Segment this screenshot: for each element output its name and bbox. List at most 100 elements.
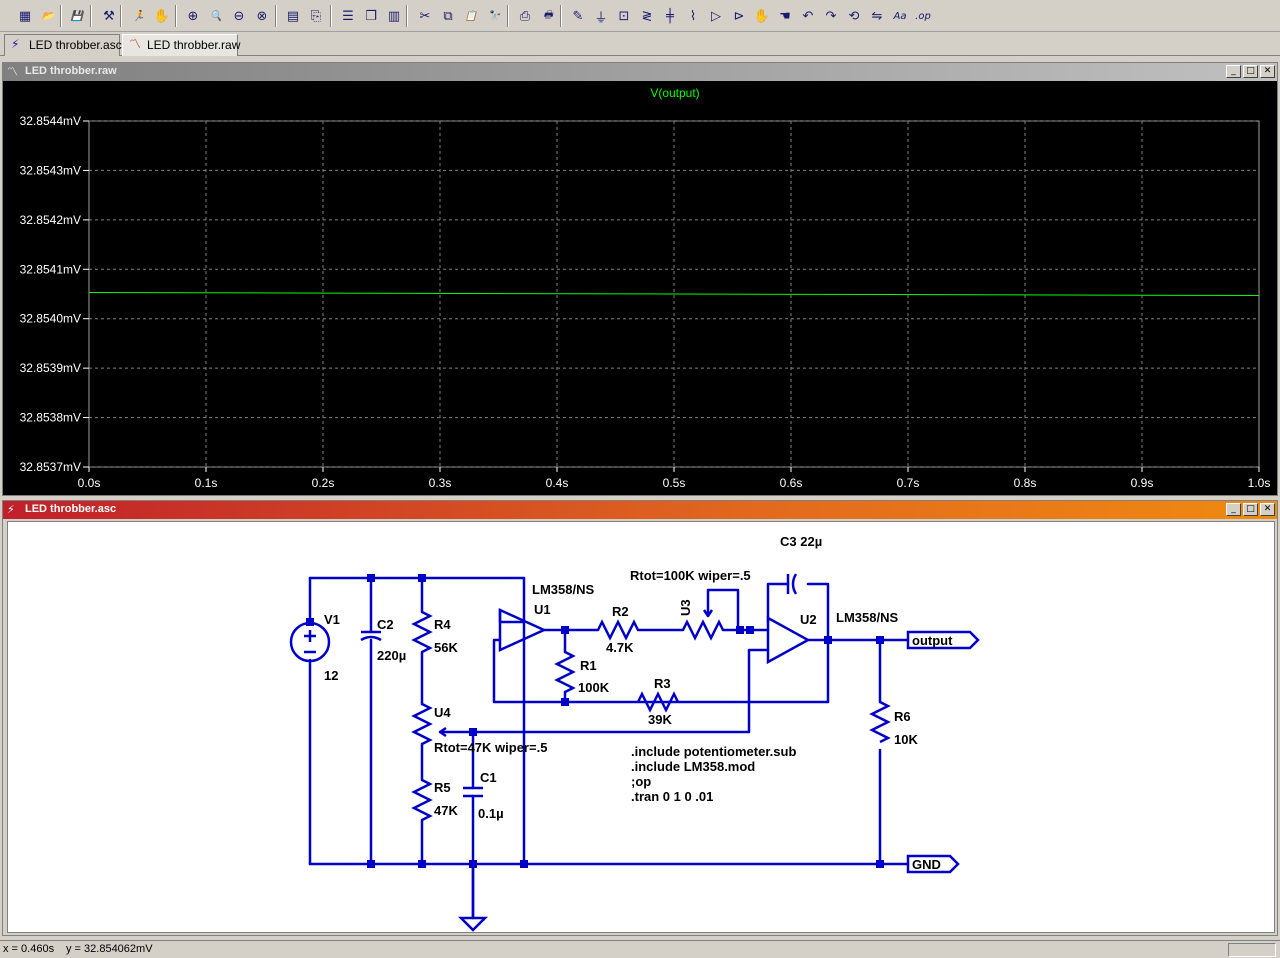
cascade-icon[interactable]: ❐ (365, 8, 377, 24)
tile-vertical-icon[interactable]: ▥ (387, 8, 401, 24)
label-r6-value[interactable]: 10K (894, 732, 918, 747)
inductor-icon[interactable]: ⌇ (689, 8, 697, 24)
label-v1[interactable]: V1 (324, 612, 340, 627)
redo-icon[interactable]: ↷ (825, 8, 837, 24)
find-icon[interactable]: 🔭 (487, 10, 501, 22)
net-output-text[interactable]: output (912, 633, 953, 648)
minimize-button[interactable]: _ (1226, 65, 1241, 78)
label-u3[interactable]: U3 (678, 599, 693, 616)
resistor-r2[interactable] (596, 619, 640, 641)
label-r1-value[interactable]: 100K (578, 680, 610, 695)
label-v1-value[interactable]: 12 (324, 668, 338, 683)
waveform-titlebar[interactable]: 〽 LED throbber.raw _ □ ✕ (3, 63, 1277, 81)
halt-icon[interactable]: ✋ (153, 8, 171, 24)
label-c3[interactable]: C3 22µ (780, 534, 822, 549)
label-u2-model[interactable]: LM358/NS (836, 610, 898, 625)
label-r3[interactable]: R3 (654, 676, 671, 691)
net-label-output[interactable] (906, 630, 980, 650)
net-gnd-text[interactable]: GND (912, 857, 941, 872)
draw-wire-icon[interactable]: ✎ (572, 8, 584, 24)
opamp-u1[interactable] (498, 608, 548, 652)
label-r4[interactable]: R4 (434, 617, 451, 632)
tile-horizontal-icon[interactable]: ☰ (342, 8, 354, 24)
label-c1[interactable]: C1 (480, 770, 497, 785)
label-r4-value[interactable]: 56K (434, 640, 458, 655)
net-label-gnd[interactable] (906, 854, 960, 874)
wire-u2[interactable] (748, 582, 910, 642)
open-icon[interactable]: 📂 (41, 10, 55, 22)
label-r2-value[interactable]: 4.7K (606, 640, 634, 655)
resistor-r5[interactable] (411, 778, 433, 822)
mirror-icon[interactable]: ⇋ (871, 8, 883, 24)
move-icon[interactable]: ✋ (753, 8, 771, 24)
schematic-canvas[interactable]: V1 12 C2 220µ R4 56K U4 Rtot=47K wiper=.… (7, 521, 1275, 933)
minimize-button[interactable]: _ (1226, 503, 1241, 516)
ground-icon[interactable]: ⏚ (594, 10, 608, 26)
zoom-out-icon[interactable]: ⊖ (233, 8, 245, 24)
resistor-icon[interactable]: ≷ (641, 8, 653, 24)
label-u4[interactable]: U4 (434, 705, 451, 720)
trace-name-label[interactable]: V(output) (650, 86, 699, 100)
label-r5-value[interactable]: 47K (434, 803, 458, 818)
spice-directive-2[interactable]: .include LM358.mod (631, 759, 755, 774)
run-icon[interactable]: 🏃 (132, 10, 146, 22)
wire-u4-wiper[interactable] (438, 648, 770, 734)
close-button[interactable]: ✕ (1260, 65, 1275, 78)
capacitor-c2[interactable] (360, 630, 382, 642)
control-panel-icon[interactable]: ⚒ (103, 8, 115, 24)
spice-directive-4[interactable]: .tran 0 1 0 .01 (631, 789, 713, 804)
wire-u3-wiper[interactable] (706, 588, 740, 632)
autorange-icon[interactable]: ▤ (286, 8, 300, 24)
label-u3-params[interactable]: Rtot=100K wiper=.5 (630, 568, 751, 583)
zoom-full-icon[interactable]: ⊗ (256, 8, 268, 24)
paste-icon[interactable]: 📋 (464, 10, 478, 22)
label-u1[interactable]: U1 (534, 602, 551, 617)
pan-icon[interactable]: 🔍 (209, 10, 223, 22)
diode-icon[interactable]: ▷ (711, 8, 721, 24)
zoom-in-icon[interactable]: ⊕ (187, 8, 199, 24)
copy-icon[interactable]: ⧉ (443, 8, 453, 24)
drag-icon[interactable]: ☚ (779, 8, 791, 24)
text-icon[interactable]: Aa (893, 10, 907, 22)
spice-directive-3[interactable]: ;op (631, 774, 651, 789)
save-icon[interactable]: 💾 (70, 10, 84, 22)
tab-schematic[interactable]: ⚡ LED throbber.asc (4, 34, 122, 56)
close-button[interactable]: ✕ (1260, 503, 1275, 516)
label-r3-value[interactable]: 39K (648, 712, 672, 727)
print-icon[interactable]: 🖶 (543, 9, 553, 21)
label-r2[interactable]: R2 (612, 604, 629, 619)
label-net-icon[interactable]: ⊡ (618, 8, 630, 24)
wire-u1-out[interactable] (542, 628, 752, 704)
trace-v-output[interactable] (88, 292, 1260, 296)
spice-directive-1[interactable]: .include potentiometer.sub (631, 744, 796, 759)
label-r5[interactable]: R5 (434, 780, 451, 795)
opamp-u2[interactable] (766, 615, 811, 665)
potentiometer-u4[interactable] (411, 702, 433, 746)
label-c1-value[interactable]: 0.1µ (478, 806, 504, 821)
resistor-r4[interactable] (411, 610, 433, 654)
cut-icon[interactable]: ✂ (419, 8, 431, 24)
potentiometer-u3[interactable] (681, 619, 725, 641)
wire-u1[interactable] (492, 608, 830, 866)
capacitor-icon[interactable]: ╪ (666, 8, 674, 24)
schematic-drawing[interactable]: V1 12 C2 220µ R4 56K U4 Rtot=47K wiper=.… (8, 522, 1274, 932)
label-c2-value[interactable]: 220µ (377, 648, 406, 663)
undo-icon[interactable]: ↶ (802, 8, 814, 24)
capacitor-c1[interactable] (463, 786, 483, 798)
tab-waveform[interactable]: 〽 LED throbber.raw (122, 34, 240, 56)
maximize-button[interactable]: □ (1243, 65, 1258, 78)
new-schematic-icon[interactable]: ▦ (18, 8, 32, 24)
pick-traces-icon[interactable]: ⎘ (310, 8, 322, 24)
capacitor-c3[interactable] (786, 573, 798, 595)
resistor-r6[interactable] (869, 700, 891, 744)
print-setup-icon[interactable]: ⎙ (519, 8, 531, 24)
spice-directive-icon[interactable]: .op (915, 10, 931, 22)
component-icon[interactable]: ⊳ (733, 8, 745, 24)
label-u2[interactable]: U2 (800, 612, 817, 627)
label-c2[interactable]: C2 (377, 617, 394, 632)
ground-icon[interactable] (457, 916, 489, 932)
maximize-button[interactable]: □ (1243, 503, 1258, 516)
rotate-icon[interactable]: ⟲ (848, 8, 860, 24)
label-r1[interactable]: R1 (580, 658, 597, 673)
